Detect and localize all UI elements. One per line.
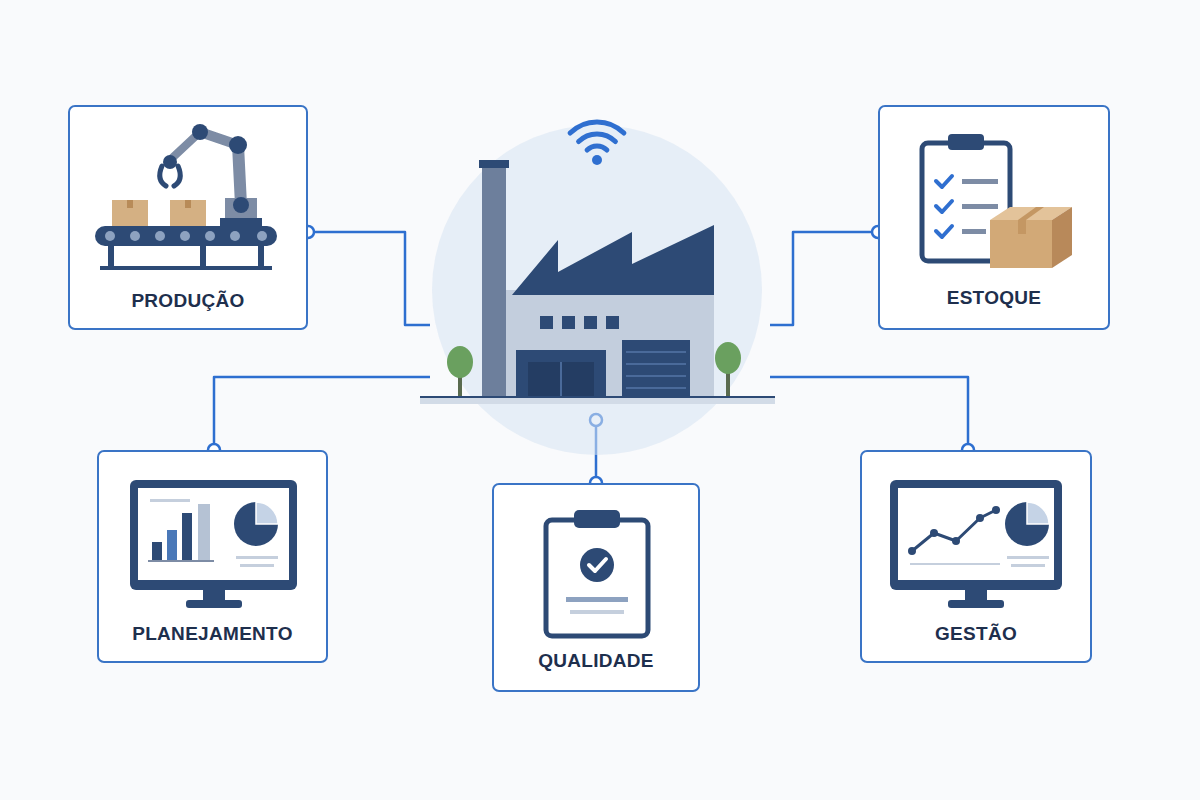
factory-illustration-part xyxy=(458,360,462,400)
factory-illustration-part xyxy=(606,316,619,329)
label-group: PLANEJAMENTO xyxy=(99,623,326,645)
factory-illustration-part xyxy=(482,164,506,400)
connector-line xyxy=(770,377,968,450)
connector-line xyxy=(770,232,878,325)
wifi-symbol-part xyxy=(579,134,616,142)
module-box: PRODUÇÃO xyxy=(68,105,308,330)
factory-illustration-part xyxy=(562,316,575,329)
module-label: PRODUÇÃO xyxy=(131,290,244,312)
factory-illustration-part xyxy=(726,356,730,400)
module-box: GESTÃO xyxy=(860,450,1092,663)
factory-illustration-part xyxy=(626,351,686,353)
label-group: QUALIDADE xyxy=(494,650,698,672)
label-group: ESTOQUE xyxy=(880,287,1108,309)
factory-illustration-part xyxy=(626,363,686,365)
connector-port xyxy=(590,414,602,426)
factory-illustration-part xyxy=(512,225,714,295)
wifi-symbol-part xyxy=(592,155,602,165)
label-group: PRODUÇÃO xyxy=(70,290,306,312)
module-box: QUALIDADE xyxy=(492,483,700,692)
factory-illustration-part xyxy=(540,316,553,329)
factory-illustration-part xyxy=(432,125,762,455)
factory-illustration-part xyxy=(447,346,473,378)
factory-illustration-part xyxy=(626,387,686,389)
wifi-symbol xyxy=(570,122,624,165)
factory-illustration xyxy=(420,122,775,455)
factory-illustration-part xyxy=(528,362,594,400)
connector-line xyxy=(595,420,598,483)
module-label: ESTOQUE xyxy=(947,287,1042,309)
module-box: ESTOQUE xyxy=(878,105,1110,330)
module-box: PLANEJAMENTO xyxy=(97,450,328,663)
factory-illustration-part xyxy=(506,290,714,400)
wifi-symbol-part xyxy=(570,122,624,133)
factory-illustration-part xyxy=(479,160,509,168)
wifi-symbol-part xyxy=(587,146,607,150)
factory-illustration-part xyxy=(560,362,562,400)
connector-line xyxy=(214,377,430,450)
factory-illustration-part xyxy=(715,342,741,374)
connector-line xyxy=(308,232,430,325)
factory-illustration-part xyxy=(420,398,775,404)
module-label: QUALIDADE xyxy=(538,650,654,672)
factory-illustration-part xyxy=(516,350,606,400)
factory-illustration-part xyxy=(584,316,597,329)
factory-illustration-part xyxy=(420,396,775,398)
factory-illustration-part xyxy=(626,375,686,377)
label-group: GESTÃO xyxy=(862,623,1090,645)
module-label: GESTÃO xyxy=(935,623,1017,645)
factory-illustration-part xyxy=(622,340,690,400)
factory-hub xyxy=(430,120,770,420)
module-label: PLANEJAMENTO xyxy=(132,623,293,645)
